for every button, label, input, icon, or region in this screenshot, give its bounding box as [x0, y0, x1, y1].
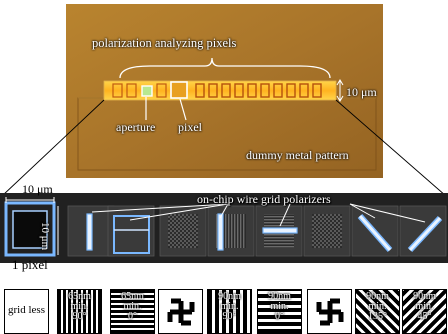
pattern-line-3: 90°	[58, 312, 101, 322]
pattern-swastika-right	[307, 289, 352, 334]
swastika-right-icon	[308, 290, 352, 334]
pattern-text: grid less	[5, 305, 48, 315]
label-wire-grid: on-chip wire grid polarizers	[197, 193, 331, 205]
pattern-90nm-45: 90nm min. 45°	[402, 289, 447, 334]
pattern-90nm-90: 90nm min. 90°	[207, 289, 252, 334]
pattern-line-3: 45°	[403, 312, 446, 322]
pattern-90nm-0: 90nm min. 0°	[257, 289, 302, 334]
label-scale-10um-top: 10 μm	[346, 86, 377, 98]
pixel-marker	[171, 82, 187, 98]
pattern-line-3: 90°	[208, 312, 251, 322]
label-one-pixel: 1 pixel	[12, 258, 48, 271]
label-polarization-pixels: polarization analyzing pixels	[92, 37, 236, 50]
pattern-line-3: 0°	[258, 312, 301, 322]
pattern-grid-less: grid less	[4, 289, 49, 334]
label-scale-10um-vertical: 10 μm	[39, 222, 50, 250]
pattern-65nm-0: 65nm min. 0°	[110, 289, 155, 334]
pattern-line-3: 135°	[356, 312, 399, 322]
pattern-65nm-90: 65nm min. 90°	[57, 289, 102, 334]
label-dummy-metal: dummy metal pattern	[246, 149, 349, 161]
pattern-line-3: 0°	[111, 312, 154, 322]
label-scale-10um-left: 10 μm	[22, 183, 53, 195]
pattern-swastika-left	[158, 289, 203, 334]
label-aperture: aperture	[116, 121, 155, 133]
label-pixel: pixel	[178, 121, 202, 133]
swastika-left-icon	[159, 290, 203, 334]
aperture-marker	[142, 86, 152, 96]
pattern-90nm-135: 90nm min. 135°	[355, 289, 400, 334]
enlarged-pixel-9	[400, 206, 446, 256]
